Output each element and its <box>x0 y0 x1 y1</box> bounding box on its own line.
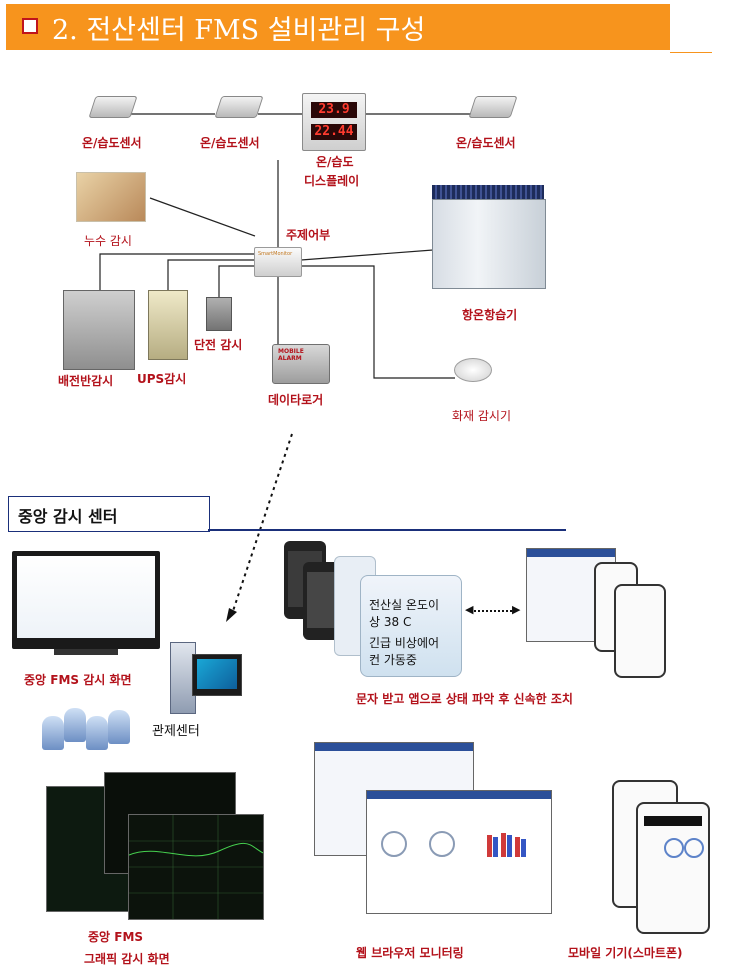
gauge-icon <box>664 838 684 858</box>
main-controller-label: 주제어부 <box>286 228 331 242</box>
sms-message-bubble: 전산실 온도이 상 38 C 긴급 비상에어 컨 가동중 <box>360 575 462 677</box>
display-label-line2: 디스플레이 <box>304 174 360 188</box>
web-browser-window-front <box>366 790 552 914</box>
switchgear-panel-icon <box>63 290 135 370</box>
fire-detector-icon <box>454 358 492 382</box>
display-reading-top: 23.9 <box>311 102 357 118</box>
title-underline <box>670 52 712 53</box>
link-controller-fire <box>301 265 455 379</box>
sms-line-4: 컨 가동중 <box>369 653 417 667</box>
thermo-hygro-sensor-icon <box>88 96 138 118</box>
arrow-right-icon: ▶ <box>512 603 521 616</box>
ups-label: UPS감시 <box>137 372 187 386</box>
hvac-top-grille <box>432 185 544 199</box>
power-outage-label: 단전 감시 <box>194 338 243 352</box>
display-label-line1: 온/습도 <box>316 155 354 169</box>
sensor-3-label: 온/습도센서 <box>456 136 516 150</box>
web-monitoring-label: 웹 브라우저 모니터링 <box>356 946 464 960</box>
data-logger-icon: MOBILE ALARM <box>272 344 330 384</box>
control-center-label: 관제센터 <box>152 724 200 739</box>
fms-screen-label: 중앙 FMS 감시 화면 <box>24 673 132 687</box>
controller-tag: SmartMonitor <box>258 251 293 257</box>
link-outage-controller <box>218 265 256 297</box>
link-switchgear-controller <box>99 253 256 290</box>
air-conditioner-icon <box>432 199 546 289</box>
switchgear-label: 배전반감시 <box>58 374 114 388</box>
gauge-icon <box>429 831 455 857</box>
water-leak-sensor-icon <box>76 172 146 222</box>
graphic-label-line1: 중앙 FMS <box>88 930 144 944</box>
mobile-app-screen <box>614 584 666 678</box>
power-outage-box-icon <box>206 297 232 331</box>
sms-line-1: 전산실 온도이 <box>369 598 440 612</box>
link-controller-hvac <box>300 249 434 261</box>
graphic-label-line2: 그래픽 감시 화면 <box>84 952 170 966</box>
leak-label: 누수 감시 <box>84 234 132 248</box>
gauge-icon <box>684 838 704 858</box>
link-ups-controller <box>167 259 256 290</box>
control-pc-icon <box>170 638 244 716</box>
display-reading-bottom: 22.44 <box>311 124 357 140</box>
graphic-screen-front <box>128 814 264 920</box>
checkbox-bullet-icon <box>22 18 38 34</box>
section-heading-box <box>8 496 210 532</box>
logger-tag: MOBILE ALARM <box>278 348 304 362</box>
data-logger-label: 데이타로거 <box>268 393 324 407</box>
sync-arrow-line <box>470 610 516 612</box>
mobile-label: 모바일 기기(스마트폰) <box>568 946 683 960</box>
temperature-humidity-display: 23.9 22.44 <box>302 93 366 151</box>
section-heading: 중앙 감시 센터 <box>18 507 118 526</box>
sensor-2-label: 온/습도센서 <box>200 136 260 150</box>
sms-line-2: 상 38 C <box>369 615 412 629</box>
sms-caption: 문자 받고 앱으로 상태 파악 후 신속한 조치 <box>356 692 573 706</box>
title-bar <box>6 4 670 50</box>
gauge-icon <box>381 831 407 857</box>
monitor-stand <box>54 649 118 655</box>
operators-icon <box>42 708 132 752</box>
link-leak-controller <box>149 197 256 237</box>
sensor-1-label: 온/습도센서 <box>82 136 142 150</box>
smartphone-front <box>636 802 710 934</box>
thermo-hygro-sensor-icon <box>214 96 264 118</box>
arrowhead-icon <box>226 608 237 622</box>
page-title: 2. 전산센터 FMS 설비관리 구성 <box>52 15 426 46</box>
hvac-label: 항온항습기 <box>462 308 518 322</box>
fms-monitor-screen <box>17 556 155 638</box>
section-underline <box>208 529 566 531</box>
arrow-left-icon: ◀ <box>465 603 474 616</box>
fire-detector-label: 화재 감시기 <box>452 409 512 423</box>
thermo-hygro-sensor-icon <box>468 96 518 118</box>
link-site-to-center <box>231 433 293 615</box>
sms-line-3: 긴급 비상에어 <box>369 636 440 650</box>
main-controller-unit: SmartMonitor <box>254 247 302 277</box>
fms-monitor <box>12 551 160 649</box>
ups-unit-icon <box>148 290 188 360</box>
